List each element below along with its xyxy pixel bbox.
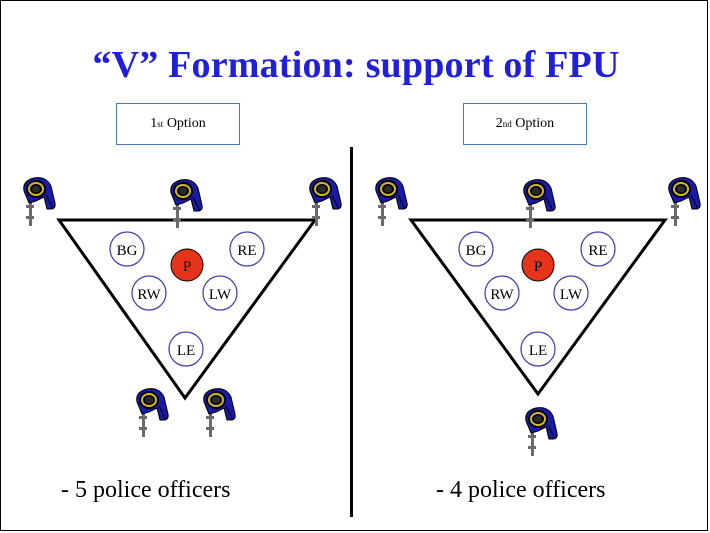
- right-principal-label: P: [534, 259, 542, 275]
- center-divider: [350, 147, 353, 517]
- left-triangle: [56, 218, 318, 401]
- right-lw-label: LW: [560, 287, 583, 303]
- right-lw-circle: LW: [553, 275, 589, 311]
- left-caption: - 5 police officers: [61, 477, 231, 503]
- officer-icon: [374, 176, 409, 227]
- right-le-circle: LE: [520, 331, 556, 367]
- option-2-number: 2: [495, 116, 503, 131]
- right-caption: - 4 police officers: [436, 477, 606, 503]
- left-principal-label: P: [183, 259, 191, 275]
- officer-icon: [308, 176, 343, 227]
- officer-icon: [524, 406, 559, 457]
- right-principal-circle: P: [521, 248, 555, 282]
- option-1-suffix: st: [157, 119, 164, 129]
- officer-icon: [22, 176, 57, 227]
- left-re-label: RE: [237, 243, 256, 259]
- left-le-label: LE: [177, 343, 195, 359]
- slide-title: “V” Formation: support of FPU: [92, 44, 620, 86]
- officer-icon: [202, 387, 237, 438]
- officer-icon: [667, 176, 702, 227]
- officer-icon: [135, 387, 170, 438]
- left-re-circle: RE: [229, 231, 265, 267]
- left-principal-circle: P: [170, 248, 204, 282]
- option-2-label: Option: [511, 116, 555, 131]
- right-re-circle: RE: [580, 231, 616, 267]
- option-1-label: Option: [163, 116, 206, 131]
- left-lw-label: LW: [209, 287, 232, 303]
- right-le-label: LE: [529, 343, 547, 359]
- option-2-suffix: nd: [502, 119, 512, 129]
- left-lw-circle: LW: [202, 275, 238, 311]
- right-formation: BG RE P RW LW LE: [374, 176, 702, 457]
- option-1-number: 1: [150, 116, 158, 131]
- right-bg-circle: BG: [458, 231, 494, 267]
- left-formation: BG RE P RW LW LE: [22, 176, 343, 438]
- left-rw-label: RW: [137, 287, 161, 303]
- left-rw-circle: RW: [131, 275, 167, 311]
- right-triangle: [408, 218, 668, 397]
- right-rw-circle: RW: [484, 275, 520, 311]
- left-le-circle: LE: [168, 331, 204, 367]
- left-bg-label: BG: [117, 243, 138, 259]
- left-bg-circle: BG: [109, 231, 145, 267]
- right-re-label: RE: [588, 243, 607, 259]
- right-rw-label: RW: [490, 287, 514, 303]
- right-bg-label: BG: [466, 243, 487, 259]
